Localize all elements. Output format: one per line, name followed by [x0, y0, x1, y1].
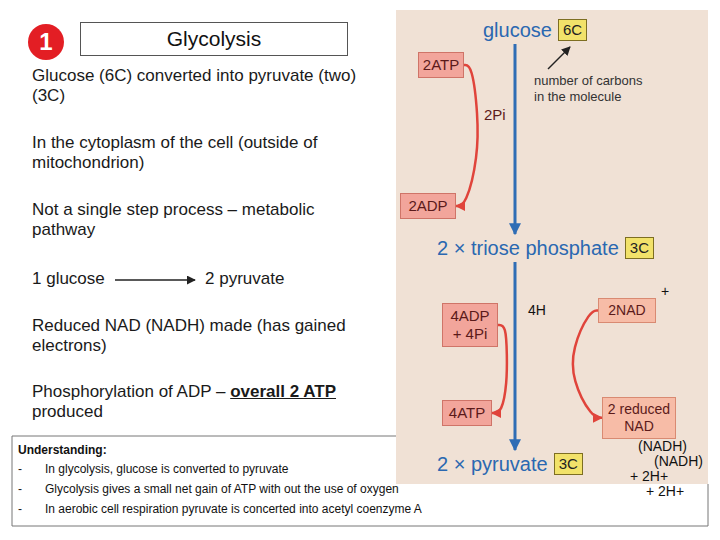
conversion-arrow — [115, 279, 195, 281]
overlay-note: + — [661, 283, 669, 300]
annotation: number of carbons in the molecule — [534, 73, 654, 104]
bullet-row: - In aerobic cell respiration pyruvate is… — [18, 499, 702, 519]
molecule-name: glucose — [483, 18, 552, 42]
slide-number-circle: 1 — [28, 24, 64, 60]
box-text: 4ADP + 4Pi — [446, 307, 494, 343]
slide-text: Not a single step process – metabolic pa… — [32, 200, 377, 241]
overlay-note: (NADH) — [654, 453, 703, 470]
bullet-mark: - — [18, 479, 22, 499]
overlay-note: 4H — [528, 302, 546, 319]
overlay-note: + 2H+ — [646, 483, 684, 500]
molecule-label: 2 × triose phosphate 3C — [437, 236, 654, 260]
box-heading: Understanding: — [18, 442, 702, 459]
carbon-count-box: 3C — [554, 453, 583, 475]
bullet-row: - In glycolysis, glucose is converted to … — [18, 459, 702, 479]
photo-shading — [396, 10, 708, 484]
adp-box: 4ADP + 4Pi — [442, 303, 498, 347]
side-reaction-arrow — [573, 310, 602, 417]
molecule-name: 2 × triose phosphate — [437, 236, 619, 260]
bullet-slot: - — [18, 479, 45, 499]
slide-text: Reduced NAD (NADH) made (has gained elec… — [32, 316, 377, 357]
bullet-text: In aerobic cell respiration pyruvate is … — [45, 499, 702, 519]
nad-box: 2 reduced NAD — [602, 397, 676, 439]
slide-text: Glucose (6C) converted into pyruvate (tw… — [32, 66, 377, 107]
carbon-count-box: 6C — [558, 19, 587, 41]
emphasis-text: overall 2 ATP — [230, 382, 336, 402]
box-text: 2NAD — [602, 302, 652, 319]
pathway-arrow — [514, 44, 517, 234]
box-text: 4ATP — [446, 404, 488, 422]
molecule-label: 2 × pyruvate 3C — [437, 452, 583, 476]
box-text: 2ADP — [404, 197, 452, 215]
carbon-count-box: 3C — [625, 237, 654, 259]
bullet-row: - Glycolysis gives a small net gain of AT… — [18, 479, 702, 499]
side-reaction-arrow — [456, 65, 478, 206]
atp-box: 4ATP — [442, 400, 492, 426]
molecule-name: 2 × pyruvate — [437, 452, 548, 476]
nad-box: 2NAD — [598, 298, 656, 323]
slide-title: Glycolysis — [80, 22, 348, 56]
atp-box: 2ATP — [418, 52, 464, 78]
slide-text: In the cytoplasm of the cell (outside of… — [32, 133, 377, 174]
bullet-slot: - — [18, 459, 45, 479]
bullet-text: In glycolysis, glucose is converted to p… — [45, 459, 702, 479]
adp-box: 2ADP — [400, 193, 456, 219]
box-text: 2 reduced NAD — [606, 401, 672, 435]
slide-number: 1 — [39, 28, 52, 56]
bullet-mark: - — [18, 459, 22, 479]
bullet-slot: - — [18, 499, 45, 519]
leader-arrow — [548, 47, 570, 69]
overlay-note: + 2H+ — [630, 468, 668, 485]
textbook-photo — [396, 10, 708, 484]
box-text: 2ATP — [422, 56, 460, 74]
slide-text: 2 pyruvate — [205, 269, 284, 289]
pathway-arrow — [514, 262, 517, 450]
text-paragraph: Phosphorylation of ADP –overall 2 ATP pro… — [32, 382, 377, 423]
slide-text: Phosphorylation of ADP – — [32, 382, 225, 402]
bullet-text: Glycolysis gives a small net gain of ATP… — [45, 479, 702, 499]
slide-text: produced — [32, 402, 103, 422]
slide-text: 1 glucose — [32, 269, 105, 289]
bullet-mark: - — [18, 499, 22, 519]
overlay-note: (NADH) — [638, 438, 687, 455]
understanding-box: Understanding:-In glycolysis, glucose is… — [12, 436, 708, 526]
molecule-label: glucose 6C — [483, 18, 587, 42]
phosphate-label: 2Pi — [484, 106, 506, 124]
